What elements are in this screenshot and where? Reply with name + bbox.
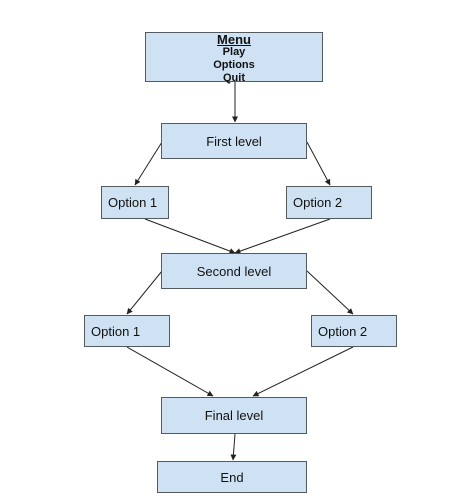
end-node: End	[157, 461, 307, 493]
edge-option2-final-level	[252, 346, 354, 397]
menu-item-play: Play	[222, 46, 246, 58]
edge-final-level-end	[230, 433, 237, 461]
second-level-label: Second level	[196, 263, 272, 279]
second-level-node: Second level	[161, 253, 307, 289]
final-level-node: Final level	[161, 397, 307, 434]
edge-first-level-option2	[306, 141, 331, 186]
end-label: End	[220, 469, 244, 485]
second-option1-label: Option 1	[91, 323, 141, 339]
edge-option1-final-level	[126, 346, 214, 397]
first-level-node: First level	[161, 123, 307, 159]
first-option2-node: Option 2	[286, 186, 372, 219]
edge-second-level-option2	[306, 270, 354, 315]
second-option2-node: Option 2	[311, 315, 397, 347]
second-option2-label: Option 2	[318, 323, 368, 339]
menu-item-quit: Quit	[223, 72, 245, 84]
edge-first-level-option1	[134, 141, 163, 186]
edge-option1-second-level	[144, 218, 236, 254]
first-option2-label: Option 2	[293, 195, 343, 210]
edge-second-level-option1	[126, 270, 163, 315]
menu-item-options: Options	[213, 59, 255, 71]
menu-title: Menu	[217, 32, 251, 47]
first-level-label: First level	[206, 133, 262, 149]
final-level-label: Final level	[204, 408, 264, 423]
first-option1-node: Option 1	[101, 186, 169, 219]
second-option1-node: Option 1	[84, 315, 170, 347]
edge-option2-second-level	[234, 218, 331, 254]
menu-node: Menu Play Options Quit	[145, 32, 323, 84]
first-option1-label: Option 1	[108, 195, 158, 210]
